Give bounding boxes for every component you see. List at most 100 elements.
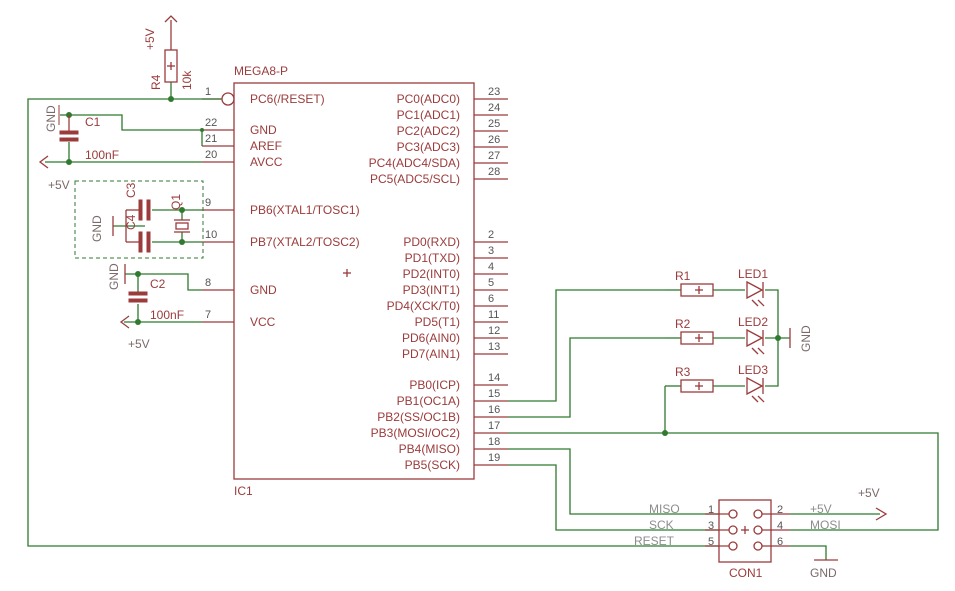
ic1-name: IC1 — [234, 484, 253, 498]
led-name: LED2 — [738, 315, 768, 329]
c3c4-gnd-label: GND — [90, 215, 104, 242]
pin-label: PD3(INT1) — [403, 283, 460, 297]
pin-label: PB4(MISO) — [399, 442, 460, 456]
con1-vcc-supply-label: +5V — [858, 486, 880, 500]
resistor-r2: R2 — [665, 317, 745, 345]
pin-number: 23 — [488, 86, 500, 98]
c1-vcc-label: +5V — [48, 178, 70, 192]
q1-name: Q1 — [169, 194, 183, 210]
pin-label: PD4(XCK/T0) — [387, 299, 460, 313]
junction-dot — [662, 430, 668, 436]
pin-label: PD2(INT0) — [403, 267, 460, 281]
pin-number: 16 — [488, 404, 500, 416]
led-1: LED1 — [738, 267, 768, 307]
pin-number: 12 — [488, 325, 500, 337]
pin-number: 15 — [488, 388, 500, 400]
pin-label: PC2(ADC2) — [397, 124, 460, 138]
pin-number: 13 — [488, 341, 500, 353]
pin-label: VCC — [250, 315, 276, 329]
resistor-name: R2 — [675, 317, 691, 331]
connector-pin-number: 3 — [708, 520, 714, 532]
connector-pin — [728, 525, 738, 535]
pin-label: AREF — [250, 139, 282, 153]
connector-pin — [753, 541, 763, 551]
con1-miso-label: MISO — [649, 502, 680, 516]
connector-pin-number: 6 — [777, 536, 783, 548]
pin-label: PD6(AIN0) — [402, 331, 460, 345]
pin-label: PD7(AIN1) — [402, 347, 460, 361]
pin-number: 19 — [488, 452, 500, 464]
resistor-name: R3 — [675, 365, 691, 379]
pin-label: PB3(MOSI/OC2) — [371, 426, 460, 440]
pin-number: 11 — [488, 309, 499, 321]
c3-name: C3 — [124, 182, 138, 198]
pin-number: 6 — [488, 293, 494, 305]
pin-label: PD1(TXD) — [405, 251, 460, 265]
junction-dot — [135, 271, 141, 277]
pin-number: 14 — [488, 372, 500, 384]
led-name: LED3 — [738, 363, 768, 377]
capacitor-c2: GND C2 100nF +5V — [107, 263, 184, 351]
c1-name: C1 — [85, 115, 101, 129]
connector-pin-number: 4 — [777, 520, 783, 532]
pin-number: 5 — [488, 277, 494, 289]
c1-gnd-label: GND — [44, 105, 58, 132]
pin-number: 20 — [205, 149, 217, 161]
pin-number: 2 — [488, 229, 494, 241]
led-gnd: GND — [789, 325, 813, 352]
connector-pin-number: 5 — [708, 536, 714, 548]
pin-label: PB7(XTAL2/TOSC2) — [250, 235, 360, 249]
c4-name: C4 — [124, 214, 138, 230]
pin-label: PC1(ADC1) — [397, 108, 460, 122]
connector-pin — [753, 509, 763, 519]
con1-mosi-label: MOSI — [810, 518, 841, 532]
con1-reset-label: RESET — [634, 534, 675, 548]
ic1: MEGA8-P IC1 — [233, 64, 475, 498]
pin-label: GND — [250, 123, 277, 137]
pin-label: PB2(SS/OC1B) — [377, 410, 460, 424]
connector-pin — [728, 541, 738, 551]
con1-gnd-label: GND — [810, 566, 837, 580]
junction-dot — [135, 319, 141, 325]
r4-value: 10k — [180, 70, 194, 90]
pin-number: 18 — [488, 436, 500, 448]
pin-number: 4 — [488, 261, 494, 273]
c2-vcc-label: +5V — [128, 337, 150, 351]
pin-label: PD0(RXD) — [403, 235, 460, 249]
pin-label: PC6(/RESET) — [250, 92, 325, 106]
pin-label: PC3(ADC3) — [397, 140, 460, 154]
con1-sck-label: SCK — [649, 518, 674, 532]
pin-label: GND — [250, 283, 277, 297]
pin-label: PB6(XTAL1/TOSC1) — [250, 203, 360, 217]
led-gnd-label: GND — [799, 325, 813, 352]
pin-number: 3 — [488, 245, 494, 257]
resistor-r3: R3 — [665, 365, 745, 393]
pin-number: 21 — [205, 133, 217, 145]
connector-pin — [728, 509, 738, 519]
led-2: LED2 — [738, 315, 768, 355]
pin-label: PD5(T1) — [415, 315, 460, 329]
